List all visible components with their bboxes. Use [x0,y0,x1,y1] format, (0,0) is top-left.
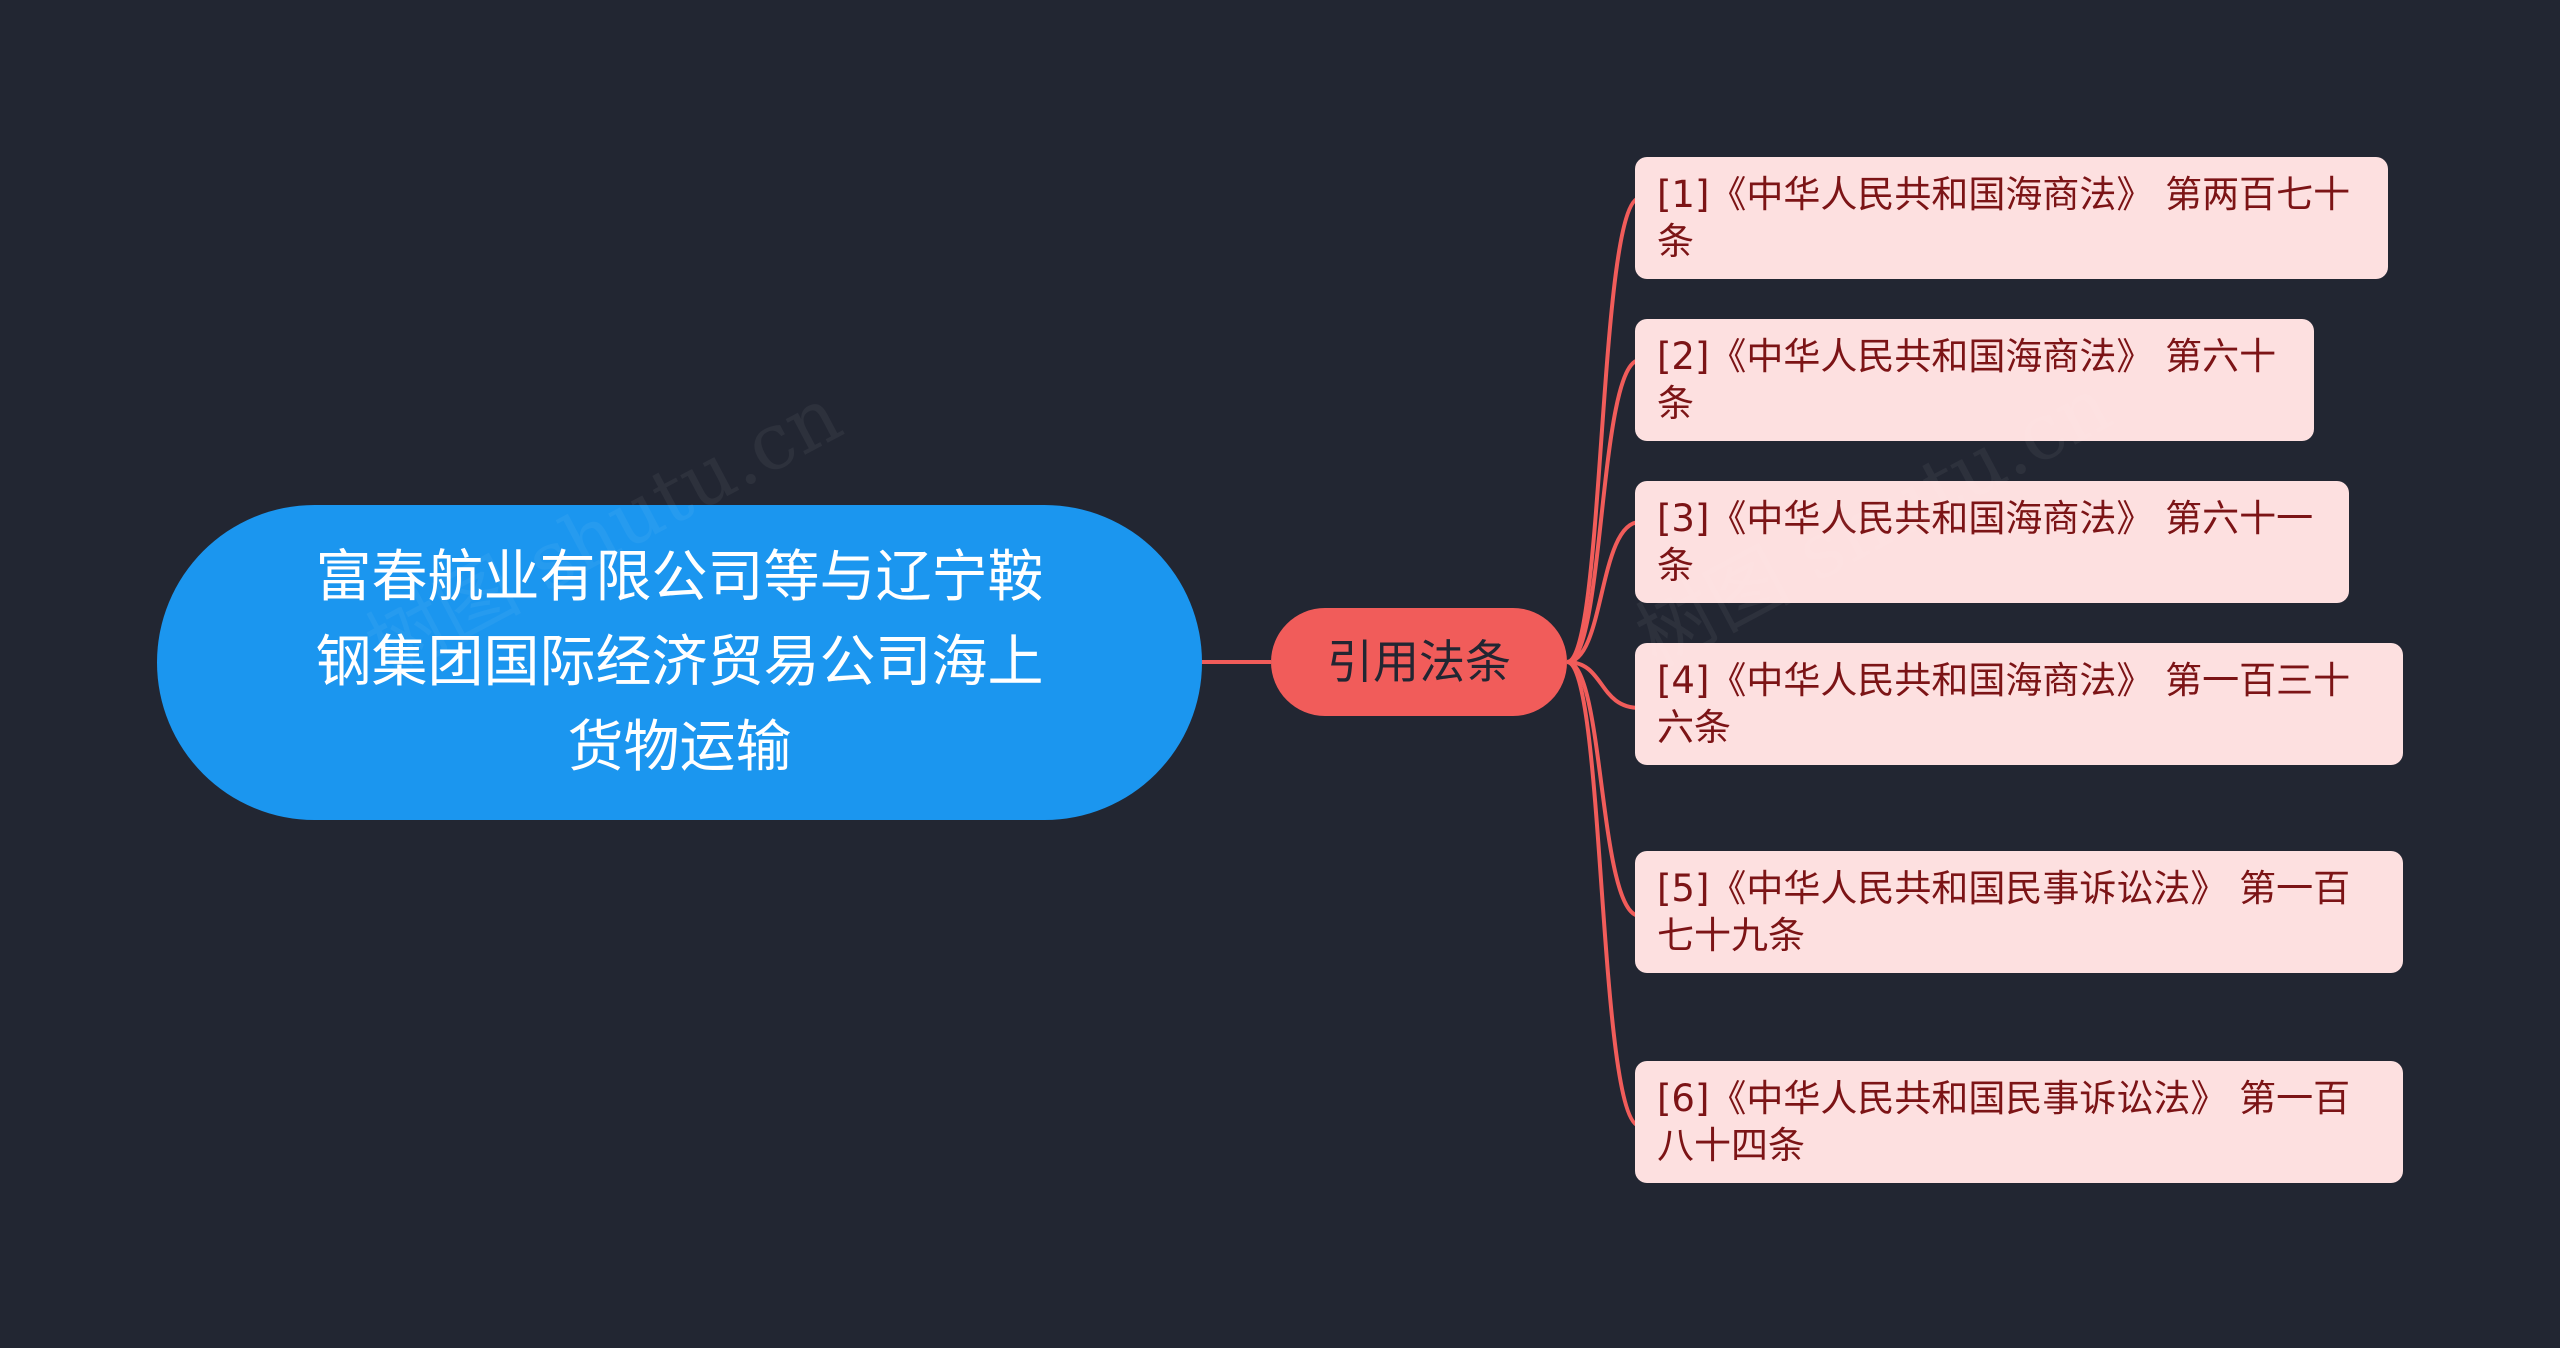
root-topic-title: 富春航业有限公司等与辽宁鞍钢集团国际经济贸易公司海上货物运输 [315,545,1044,780]
branch-to-leaf-6-connector [1566,660,1641,1128]
leaf-topic-node-5[interactable]: [5]《中华人民共和国民事诉讼法》 第一百七十九条 [1635,851,2403,973]
leaf-topic-label: [2]《中华人民共和国海商法》 第六十条 [1657,335,2277,425]
leaf-topic-node-6[interactable]: [6]《中华人民共和国民事诉讼法》 第一百八十四条 [1635,1061,2403,1183]
branch-to-leaf-4-connector [1566,660,1641,710]
branch-to-leaf-5-connector [1566,660,1641,918]
leaf-topic-node-4[interactable]: [4]《中华人民共和国海商法》 第一百三十六条 [1635,643,2403,765]
branch-to-leaf-1-connector [1566,196,1641,664]
leaf-topic-label: [3]《中华人民共和国海商法》 第六十一条 [1657,497,2314,587]
leaf-topic-node-1[interactable]: [1]《中华人民共和国海商法》 第两百七十条 [1635,157,2388,279]
leaf-topic-node-3[interactable]: [3]《中华人民共和国海商法》 第六十一条 [1635,481,2349,603]
leaf-topic-label: [1]《中华人民共和国海商法》 第两百七十条 [1657,173,2351,263]
branch-to-leaf-2-connector [1566,358,1641,664]
branch-topic-node[interactable]: 引用法条 [1271,608,1567,716]
leaf-topic-label: [6]《中华人民共和国民事诉讼法》 第一百八十四条 [1657,1077,2351,1167]
branch-to-leaf-3-connector [1566,520,1641,664]
root-topic-node[interactable]: 富春航业有限公司等与辽宁鞍钢集团国际经济贸易公司海上货物运输 [157,505,1202,820]
leaf-topic-label: [5]《中华人民共和国民事诉讼法》 第一百七十九条 [1657,867,2351,957]
branch-topic-label: 引用法条 [1327,635,1511,689]
leaf-topic-node-2[interactable]: [2]《中华人民共和国海商法》 第六十条 [1635,319,2314,441]
leaf-topic-label: [4]《中华人民共和国海商法》 第一百三十六条 [1657,659,2351,749]
